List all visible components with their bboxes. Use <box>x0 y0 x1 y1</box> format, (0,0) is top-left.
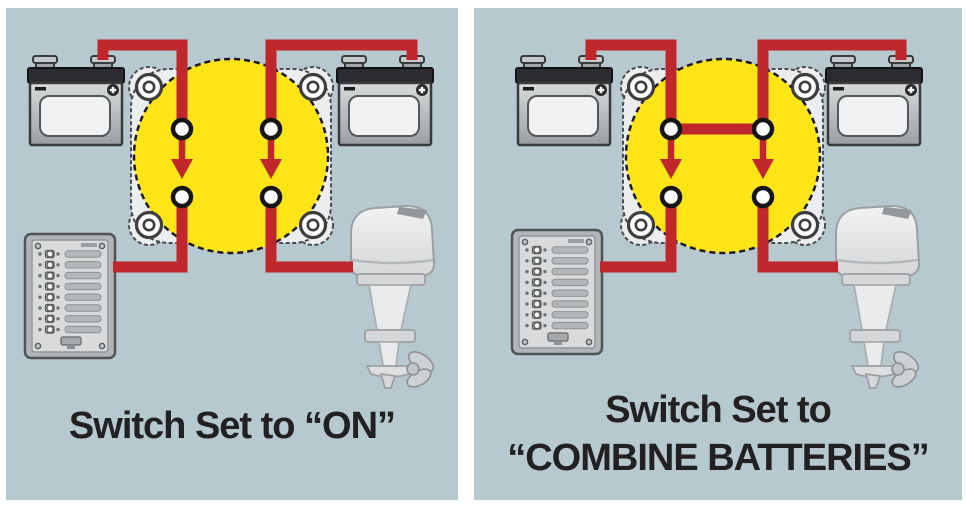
wire-to-switch-panel <box>113 197 188 273</box>
wiring <box>97 39 418 273</box>
battery-icon <box>26 54 126 147</box>
battery-icon <box>824 54 924 147</box>
accessory-switch-panel-icon <box>25 234 115 358</box>
wiring-diagram-on <box>6 39 439 392</box>
wire-to-switch-panel <box>600 197 677 273</box>
caption-switch-on: Switch Set to “ON” <box>6 402 458 450</box>
terminal-stud-icon <box>659 117 775 209</box>
caption-line: “COMBINE BATTERIES” <box>507 437 930 479</box>
accessory-switch-panel-icon <box>512 230 602 354</box>
caption-line: Switch Set to <box>605 389 832 431</box>
wire-battery-right <box>757 39 907 129</box>
wire-battery-left <box>97 39 188 129</box>
wire-to-motor <box>757 197 838 273</box>
battery-icon <box>514 54 614 147</box>
battery-icon <box>335 54 435 147</box>
caption-line: Switch Set to “ON” <box>68 405 396 447</box>
battery-switch-icon <box>129 59 333 253</box>
panel-switch-combine: Switch Set to “COMBINE BATTERIES” <box>474 8 962 500</box>
outboard-motor-icon <box>834 204 924 392</box>
wiring <box>585 39 907 273</box>
battery-switch-icon <box>621 59 825 253</box>
panel-switch-on: Switch Set to “ON” <box>6 8 458 500</box>
terminal-stud-icon <box>170 117 283 209</box>
caption-switch-combine: Switch Set to “COMBINE BATTERIES” <box>474 386 962 482</box>
wire-to-motor <box>265 197 353 273</box>
wire-battery-left <box>585 39 677 129</box>
wire-battery-right <box>265 39 418 129</box>
wiring-diagram-combine <box>474 39 924 392</box>
outboard-motor-icon <box>349 204 439 392</box>
